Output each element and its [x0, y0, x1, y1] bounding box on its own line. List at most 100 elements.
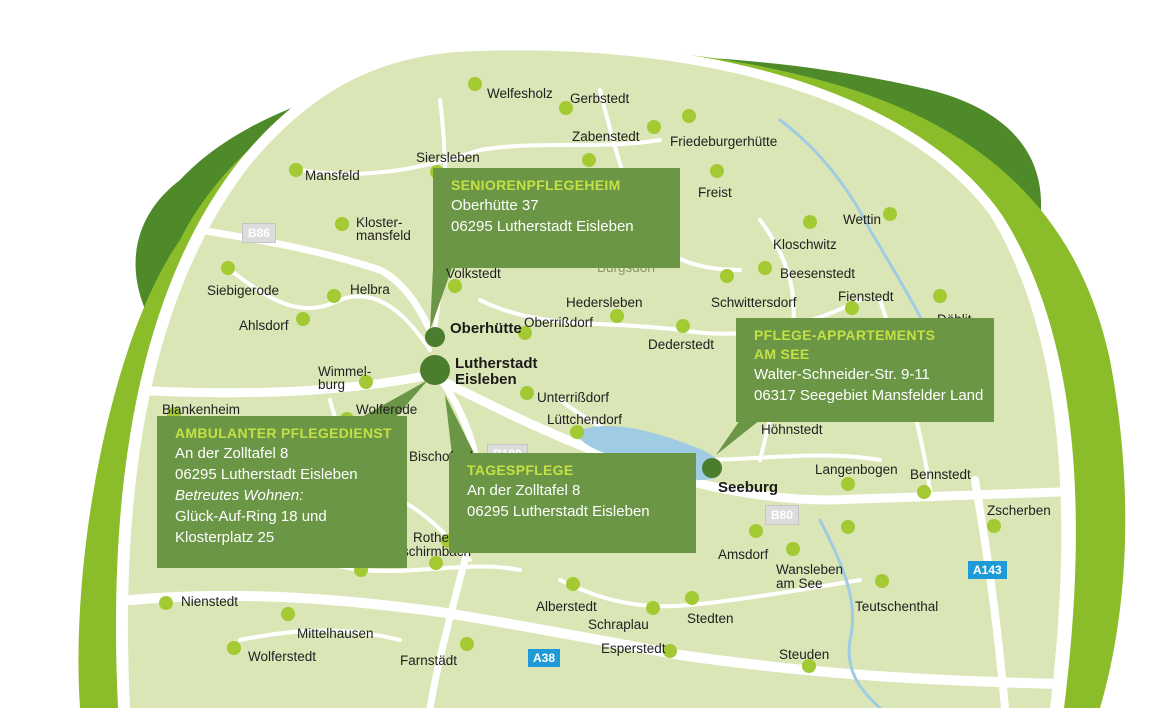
town-label: Stedten [687, 611, 734, 626]
town-dot [875, 574, 889, 588]
info-box-address-line: Klosterplatz 25 [175, 529, 275, 546]
info-box-address-line: Oberhütte 37 [451, 197, 539, 214]
facility-dot[interactable] [702, 458, 722, 478]
facility-label-line: Oberhütte [450, 320, 522, 337]
town-dot [682, 109, 696, 123]
town-dot [296, 312, 310, 326]
town-dot [803, 215, 817, 229]
town-dot [933, 289, 947, 303]
town-label: Schraplau [588, 617, 649, 632]
road-sign-a38: A38 [528, 649, 561, 667]
road-sign-b86: B86 [242, 223, 277, 243]
town-label: Steuden [779, 647, 830, 662]
town-label: Dederstedt [648, 337, 715, 352]
info-box-address-line: Glück-Auf-Ring 18 und [175, 508, 327, 525]
town-label: Bennstedt [910, 467, 971, 482]
town-label: Fienstedt [838, 289, 894, 304]
town-label: Esperstedt [601, 641, 666, 656]
town-dot [758, 261, 772, 275]
town-label: Teutschenthal [855, 599, 939, 614]
town-dot [448, 279, 462, 293]
town-label: Mittelhausen [297, 626, 374, 641]
info-box[interactable]: AMBULANTER PFLEGEDIENST An der Zolltafel … [157, 416, 407, 568]
road-a38 [127, 590, 1062, 689]
town-label: Ahlsdorf [239, 318, 289, 333]
facility-label-line: Seeburg [718, 479, 779, 496]
info-box-address-line: An der Zolltafel 8 [175, 445, 289, 462]
town-label: Mansfeld [305, 168, 360, 183]
town-dot [520, 386, 534, 400]
town-dot [786, 542, 800, 556]
town-dot [610, 309, 624, 323]
town-label: Helbra [350, 282, 390, 297]
info-box-address-line: An der Zolltafel 8 [467, 482, 581, 499]
town-dot [720, 269, 734, 283]
town-label: burg [318, 377, 346, 392]
town-label: am See [776, 576, 823, 591]
road-minor-11 [238, 628, 402, 642]
town-dot [917, 485, 931, 499]
town-label: Wimmel- [318, 364, 372, 379]
info-box-title: TAGESPFLEGE [467, 462, 574, 478]
town-dot [221, 261, 235, 275]
facility-label: Seeburg [718, 480, 778, 496]
town-dot [335, 217, 349, 231]
town-dot [663, 644, 677, 658]
town-dot-layer [157, 77, 1001, 673]
town-dot [289, 163, 303, 177]
town-label: Wettin [843, 212, 882, 227]
town-dot [327, 289, 341, 303]
town-label: Beesenstedt [780, 266, 856, 281]
town-label: Nienstedt [181, 594, 239, 609]
town-label: Freist [698, 185, 732, 200]
town-dot [518, 326, 532, 340]
river-lower [818, 518, 882, 708]
town-dot [841, 520, 855, 534]
info-box-address-line: 06295 Lutherstadt Eisleben [175, 466, 358, 483]
town-dot [566, 577, 580, 591]
town-label: Alberstedt [536, 599, 597, 614]
town-label: Siebigerode [207, 283, 280, 298]
info-box-address-line: Walter-Schneider-Str. 9-11 [754, 366, 930, 383]
info-box[interactable]: TAGESPFLEGE An der Zolltafel 8 06295 Luthe… [449, 453, 696, 553]
road-minor-4 [228, 268, 432, 352]
town-label: Kloster- [356, 215, 403, 230]
pointer-ambulanter-pflegedienst [360, 380, 428, 418]
facility-dot[interactable] [420, 355, 450, 385]
town-label: Amsdorf [718, 547, 769, 562]
pointer-pflege-appartements [716, 420, 760, 455]
town-label: mansfeld [356, 228, 411, 243]
road-sign-b80: B80 [765, 505, 800, 525]
town-dot [802, 659, 816, 673]
town-label: Siersleben [416, 150, 480, 165]
town-label: Höhnstedt [761, 422, 823, 437]
town-dot [987, 519, 1001, 533]
town-dot [468, 77, 482, 91]
town-label: Gerbstedt [570, 91, 630, 106]
callout-pointers [360, 268, 760, 455]
facility-label-line: Eisleben [455, 371, 517, 388]
info-box-title: AMBULANTER PFLEGEDIENST [175, 425, 392, 441]
town-dot [570, 425, 584, 439]
town-dot [429, 556, 443, 570]
town-dot [460, 637, 474, 651]
town-dot [685, 591, 699, 605]
town-dot [883, 207, 897, 221]
info-box-address-line: 06295 Lutherstadt Eisleben [467, 503, 650, 520]
facility-dot-layer [420, 327, 722, 478]
facility-label-line: Lutherstadt [455, 355, 538, 372]
town-dot [582, 153, 596, 167]
town-label: Unterrißdorf [537, 390, 610, 405]
town-label: Welfesholz [487, 86, 553, 101]
town-label: Schwittersdorf [711, 295, 797, 310]
town-label: Farnstädt [400, 653, 458, 668]
facility-dot[interactable] [425, 327, 445, 347]
town-label: Hedersleben [566, 295, 643, 310]
info-box-address-line: 06317 Seegebiet Mansfelder Land [754, 387, 984, 404]
info-box-subheading: Betreutes Wohnen: [175, 487, 304, 504]
town-dot [359, 375, 373, 389]
